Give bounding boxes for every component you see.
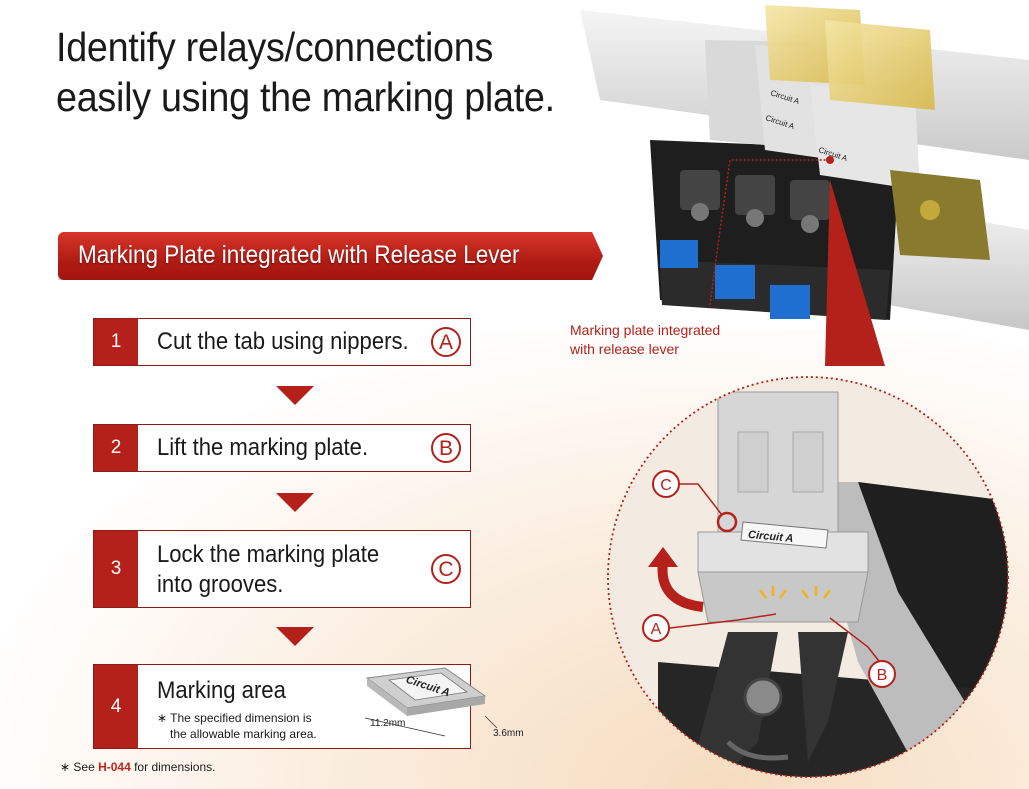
step-letter-badge: C [431, 554, 461, 584]
step-number: 1 [94, 319, 138, 365]
section-banner: Marking Plate integrated with Release Le… [58, 232, 603, 280]
label-a-icon: A [651, 621, 662, 638]
title-line-1: Identify relays/connections [56, 24, 494, 70]
footnote-suffix: for dimensions. [130, 760, 216, 774]
callout-line-2: with release lever [570, 341, 679, 357]
page-title: Identify relays/connections easily using… [56, 22, 645, 122]
label-c-icon: C [660, 477, 672, 494]
label-b-icon: B [877, 667, 888, 684]
height-dimension: 3.6mm [493, 728, 524, 739]
step-note-line-1: ∗ The specified dimension is [157, 711, 312, 725]
detail-plate-label: Circuit A [748, 529, 794, 545]
step-letter-badge: A [431, 327, 461, 357]
step-letter-badge: B [431, 433, 461, 463]
banner-text: Marking Plate integrated with Release Le… [78, 241, 520, 269]
step-text: Cut the tab using nippers. [157, 328, 409, 355]
step-number: 4 [94, 665, 138, 748]
step-text: Marking area [157, 677, 286, 704]
footnote: ∗ See H-044 for dimensions. [60, 760, 215, 774]
step-3: 3 Lock the marking plate into grooves. C [93, 530, 471, 608]
step-text: Lift the marking plate. [157, 434, 369, 461]
down-arrow-icon [276, 493, 314, 512]
relay-photo: Circuit A Circuit A Circuit A [580, 5, 1029, 366]
footnote-reference-link[interactable]: H-044 [98, 760, 131, 774]
step-number: 2 [94, 425, 138, 471]
down-arrow-icon [276, 627, 314, 646]
detail-zoom-circle: Circuit A C A B [607, 376, 1009, 778]
marking-plate-illustration: Circuit A 11.2mm 3.6mm [364, 667, 524, 739]
title-line-2: easily using the marking plate. [56, 74, 555, 120]
step-note-line-2: the allowable marking area. [170, 727, 317, 741]
down-arrow-icon [276, 386, 314, 405]
callout-line-1: Marking plate integrated [570, 322, 721, 338]
step-2: 2 Lift the marking plate. B [93, 424, 471, 472]
step-1: 1 Cut the tab using nippers. A [93, 318, 471, 366]
step-text-line-2: into grooves. [157, 571, 284, 598]
step-number: 3 [94, 531, 138, 607]
callout-label: Marking plate integrated with release le… [570, 321, 720, 359]
footnote-prefix: ∗ See [60, 760, 99, 774]
width-dimension: 11.2mm [370, 718, 405, 729]
step-text-line-1: Lock the marking plate [157, 541, 380, 568]
